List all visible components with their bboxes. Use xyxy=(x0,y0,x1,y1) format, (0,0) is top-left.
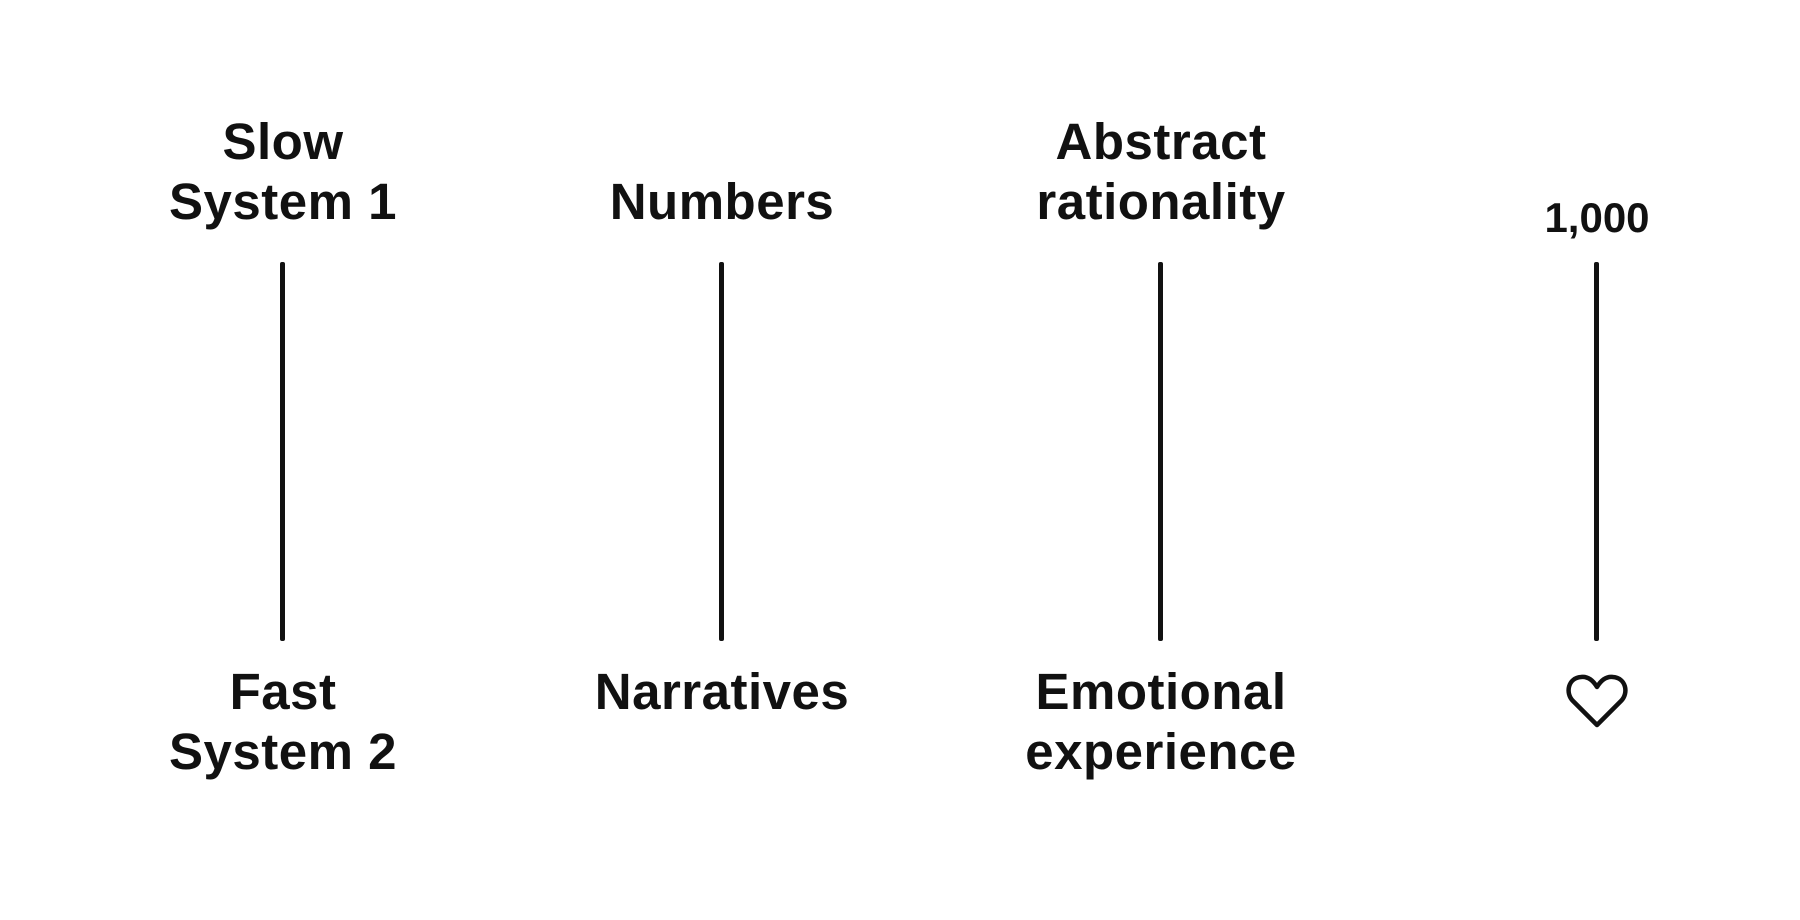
system-top-label: Slow System 1 xyxy=(83,112,483,232)
experience-line-2: experience xyxy=(1025,723,1297,780)
experience-line-1: Emotional xyxy=(1035,663,1287,720)
numbers-axis-line xyxy=(719,262,724,641)
system-bottom-line-2: System 2 xyxy=(169,723,397,780)
rationality-line-1: Abstract xyxy=(1055,113,1267,170)
heart-icon xyxy=(1566,674,1628,728)
system-bottom-line-1: Fast xyxy=(229,663,337,720)
system-bottom-label: Fast System 2 xyxy=(83,662,483,782)
rationality-line-2: rationality xyxy=(1036,173,1286,230)
number-heart-axis-line xyxy=(1594,262,1599,641)
scale-number-heart: 1,000 xyxy=(1397,0,1797,920)
scale-numbers-narratives: Numbers Narratives xyxy=(522,0,922,920)
system-top-line-1: Slow xyxy=(222,113,344,170)
system-top-line-2: System 1 xyxy=(169,173,397,230)
numbers-line-1: Numbers xyxy=(609,173,835,230)
scale-rationality-experience: Abstract rationality Emotional experienc… xyxy=(961,0,1361,920)
rationality-axis-line xyxy=(1158,262,1163,641)
narratives-line-1: Narratives xyxy=(594,663,850,720)
thousand-label: 1,000 xyxy=(1544,194,1650,241)
numbers-label: Numbers xyxy=(522,172,922,232)
system-axis-line xyxy=(280,262,285,641)
narratives-label: Narratives xyxy=(522,662,922,722)
experience-label: Emotional experience xyxy=(961,662,1361,782)
scale-system: Slow System 1 Fast System 2 xyxy=(83,0,483,920)
rationality-label: Abstract rationality xyxy=(961,112,1361,232)
